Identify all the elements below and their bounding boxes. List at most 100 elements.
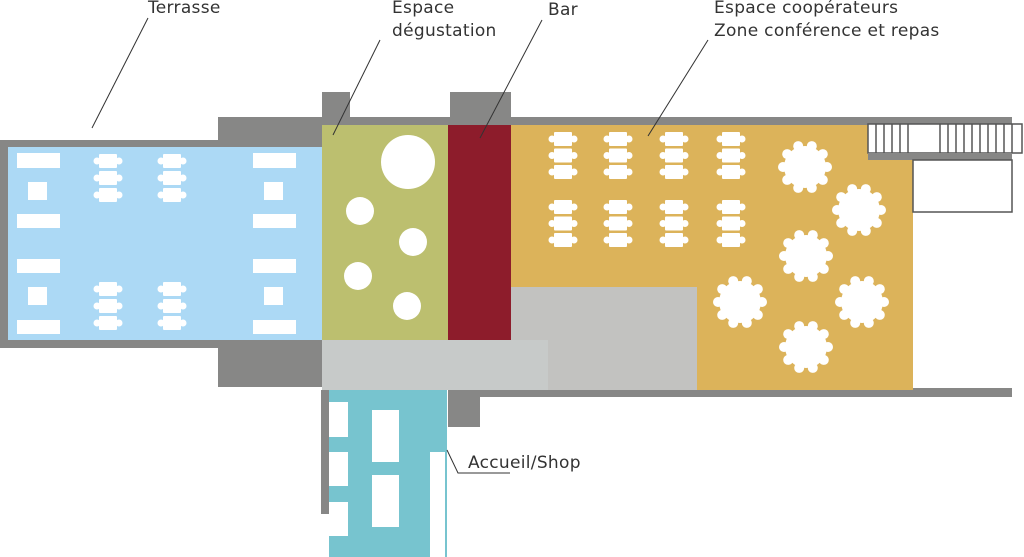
label-accueil-shop: Accueil/Shop: [468, 453, 581, 473]
round-table: [399, 228, 427, 256]
chair: [659, 135, 667, 143]
lounge-table: [264, 182, 283, 200]
chair: [179, 302, 187, 310]
lounge-table: [253, 320, 296, 334]
chair: [738, 135, 746, 143]
chair: [603, 236, 611, 244]
stairs-landing: [868, 153, 1012, 160]
lounge-table: [17, 214, 60, 228]
banquet-table: [554, 233, 572, 247]
chair: [603, 152, 611, 159]
chair: [93, 157, 101, 165]
banquet-table: [163, 154, 181, 168]
lounge-table: [253, 214, 296, 228]
label-cooperateurs-2: Zone conférence et repas: [714, 21, 940, 41]
chair: [625, 152, 633, 159]
chair: [179, 319, 187, 327]
chair: [179, 285, 187, 293]
lounge-table: [28, 182, 47, 200]
chair: [115, 191, 123, 199]
chair: [659, 203, 667, 211]
accueil-wall: [321, 390, 329, 514]
chair: [625, 220, 633, 227]
chair: [93, 319, 101, 327]
top-wall: [322, 117, 1012, 125]
chair: [179, 174, 187, 182]
chair: [625, 168, 633, 176]
chair: [115, 302, 123, 310]
shop-counter: [329, 452, 348, 486]
chair: [603, 220, 611, 227]
banquet-table: [99, 154, 117, 168]
chair: [157, 319, 165, 327]
banquet-table: [609, 200, 627, 214]
lounge-table: [253, 259, 296, 273]
banquet-table: [163, 299, 181, 313]
label-degustation-1: Espace: [392, 0, 455, 18]
degustation-leader-line: [332, 39, 381, 136]
banquet-table: [163, 316, 181, 330]
chair: [570, 203, 578, 211]
banquet-table: [163, 188, 181, 202]
chair: [681, 168, 689, 176]
chair: [157, 157, 165, 165]
wall-block: [218, 117, 322, 147]
chair: [157, 191, 165, 199]
chair: [603, 168, 611, 176]
chair: [179, 157, 187, 165]
chair: [625, 203, 633, 211]
chair: [548, 135, 556, 143]
chair: [681, 152, 689, 159]
shop-counter: [372, 475, 399, 527]
round-table: [346, 197, 374, 225]
chair: [548, 236, 556, 244]
chair: [157, 174, 165, 182]
chair: [716, 220, 724, 227]
banquet-table: [609, 132, 627, 146]
banquet-table: [554, 132, 572, 146]
chair: [93, 302, 101, 310]
chair: [659, 152, 667, 159]
banquet-table: [665, 165, 683, 179]
chair: [93, 285, 101, 293]
round-table: [719, 281, 761, 323]
banquet-table: [99, 171, 117, 185]
wall-block: [448, 390, 480, 427]
label-bar: Bar: [548, 0, 578, 20]
chair: [115, 285, 123, 293]
chair: [115, 174, 123, 182]
chair: [548, 220, 556, 227]
lounge-table: [17, 320, 60, 334]
banquet-table: [722, 165, 740, 179]
banquet-table: [722, 200, 740, 214]
chair: [93, 191, 101, 199]
chair: [548, 203, 556, 211]
chair: [625, 135, 633, 143]
banquet-table: [665, 233, 683, 247]
chair: [570, 135, 578, 143]
lounge-table: [253, 153, 296, 168]
stairs: [867, 123, 1023, 154]
shop-counter: [329, 402, 348, 437]
lounge-table: [28, 287, 47, 305]
banquet-table: [99, 316, 117, 330]
banquet-table: [609, 233, 627, 247]
shop-counter: [430, 452, 445, 557]
banquet-table: [609, 216, 627, 231]
chair: [738, 236, 746, 244]
lounge-table: [17, 259, 60, 273]
banquet-table: [665, 148, 683, 163]
chair: [548, 168, 556, 176]
chair: [659, 220, 667, 227]
lounge-table: [264, 287, 283, 305]
chair: [157, 285, 165, 293]
chair: [570, 236, 578, 244]
chair: [115, 157, 123, 165]
bar-leader-line: [479, 19, 543, 139]
banquet-table: [554, 200, 572, 214]
chair: [570, 220, 578, 227]
chair: [157, 302, 165, 310]
zone-bar: [448, 125, 511, 340]
banquet-table: [722, 216, 740, 231]
